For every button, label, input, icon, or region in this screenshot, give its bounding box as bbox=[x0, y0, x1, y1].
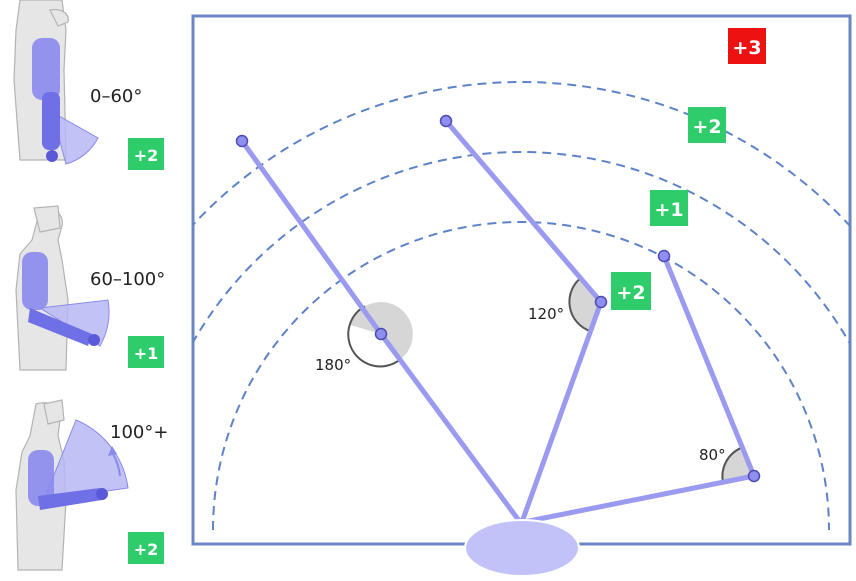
reach-sector-100-plus bbox=[43, 419, 129, 501]
arm-a-forearm bbox=[239, 138, 384, 337]
angle-arc-180 bbox=[347, 305, 400, 368]
legend-badge-3: +2 bbox=[128, 532, 164, 564]
reach-sector-0-60 bbox=[51, 110, 99, 165]
zone-badge-plus2: +2 bbox=[688, 107, 726, 143]
zone-badge-plus2-text: +2 bbox=[692, 116, 721, 138]
elbow-point-c bbox=[747, 469, 761, 483]
shoulder-ellipse bbox=[464, 519, 580, 577]
legend-badge-1: +2 bbox=[128, 138, 164, 170]
arm-b-forearm bbox=[443, 118, 604, 305]
posture-figure-3 bbox=[15, 399, 129, 571]
legend-badge-3-text: +2 bbox=[134, 540, 159, 559]
arm-c-upper bbox=[521, 473, 757, 525]
legend-badge-2: +1 bbox=[128, 336, 164, 368]
elbow-point-a bbox=[374, 327, 388, 341]
zone-arc-middle bbox=[193, 151, 850, 346]
arm-b-upper bbox=[519, 299, 604, 525]
angle-label-80: 80° bbox=[699, 446, 726, 464]
legend-range-3: 100°+ bbox=[110, 422, 168, 443]
zone-badge-plus3: +3 bbox=[728, 28, 766, 64]
zone-badge-plus1: +1 bbox=[650, 190, 688, 226]
hand-point-b bbox=[439, 114, 453, 128]
posture-figure-2 bbox=[15, 205, 110, 371]
zone-arc-inner bbox=[212, 221, 830, 531]
joint-points bbox=[235, 114, 761, 483]
posture-figure-1 bbox=[13, 0, 99, 165]
hand-point-c bbox=[657, 249, 671, 263]
arm-c-forearm bbox=[661, 253, 757, 479]
elbow-point-b bbox=[594, 295, 608, 309]
elbow-badge-plus2-text: +2 bbox=[616, 282, 645, 304]
legend-range-1: 0–60° bbox=[90, 86, 142, 107]
angle-arc-80 bbox=[721, 446, 742, 483]
arm-segments bbox=[239, 118, 757, 525]
zone-badge-plus3-text: +3 bbox=[732, 37, 761, 59]
angle-label-120: 120° bbox=[528, 305, 564, 323]
hand-point-a bbox=[235, 134, 249, 148]
angle-label-180: 180° bbox=[315, 356, 351, 374]
arm-a-upper bbox=[378, 331, 523, 525]
reach-zone-arcs bbox=[193, 81, 850, 531]
angle-arc-120 bbox=[568, 275, 592, 333]
legend-badge-2-text: +1 bbox=[134, 344, 159, 363]
zone-badge-plus1-text: +1 bbox=[654, 199, 683, 221]
legend-range-2: 60–100° bbox=[90, 269, 165, 290]
elbow-badge-plus2: +2 bbox=[611, 272, 651, 310]
legend-badge-1-text: +2 bbox=[134, 146, 159, 165]
